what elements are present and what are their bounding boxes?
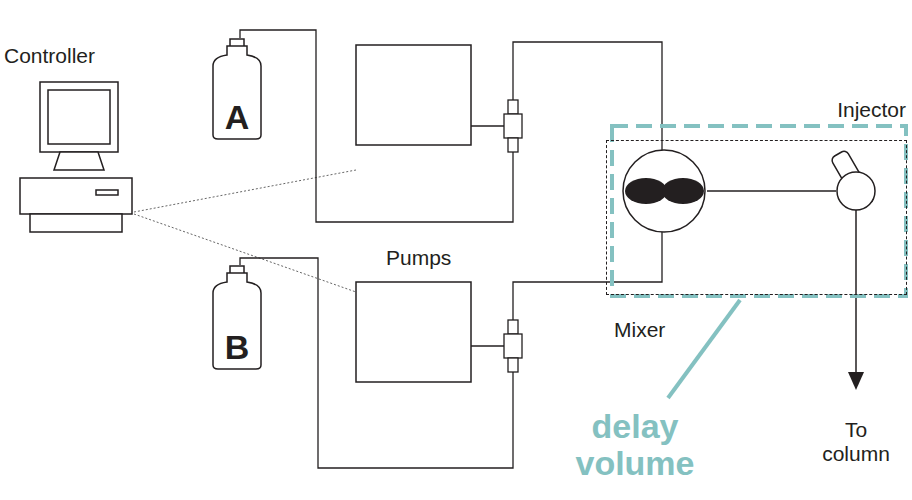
column-arrow	[848, 210, 864, 390]
leader-line	[668, 300, 740, 398]
mixer-symbol	[623, 150, 705, 232]
solvent-bottle: B	[212, 265, 262, 370]
solvent-letter: B	[225, 330, 250, 364]
tubing	[240, 30, 836, 468]
delay-volume-box	[612, 126, 906, 296]
injector-box: Injector	[606, 140, 907, 295]
injector-valve	[830, 149, 875, 210]
solvent-bottle: A	[212, 38, 262, 140]
part-label: Pumps	[386, 246, 451, 270]
part-label: Controller	[4, 44, 95, 68]
solvent-letter: A	[225, 100, 250, 134]
callout-label: delay volume	[560, 408, 710, 483]
check-valve	[471, 100, 522, 372]
part-label: Mixer	[614, 318, 665, 342]
injector-label: Injector	[837, 98, 906, 122]
part-label: To column	[818, 418, 894, 466]
computer-icon	[20, 82, 132, 232]
pump-body	[356, 45, 471, 382]
